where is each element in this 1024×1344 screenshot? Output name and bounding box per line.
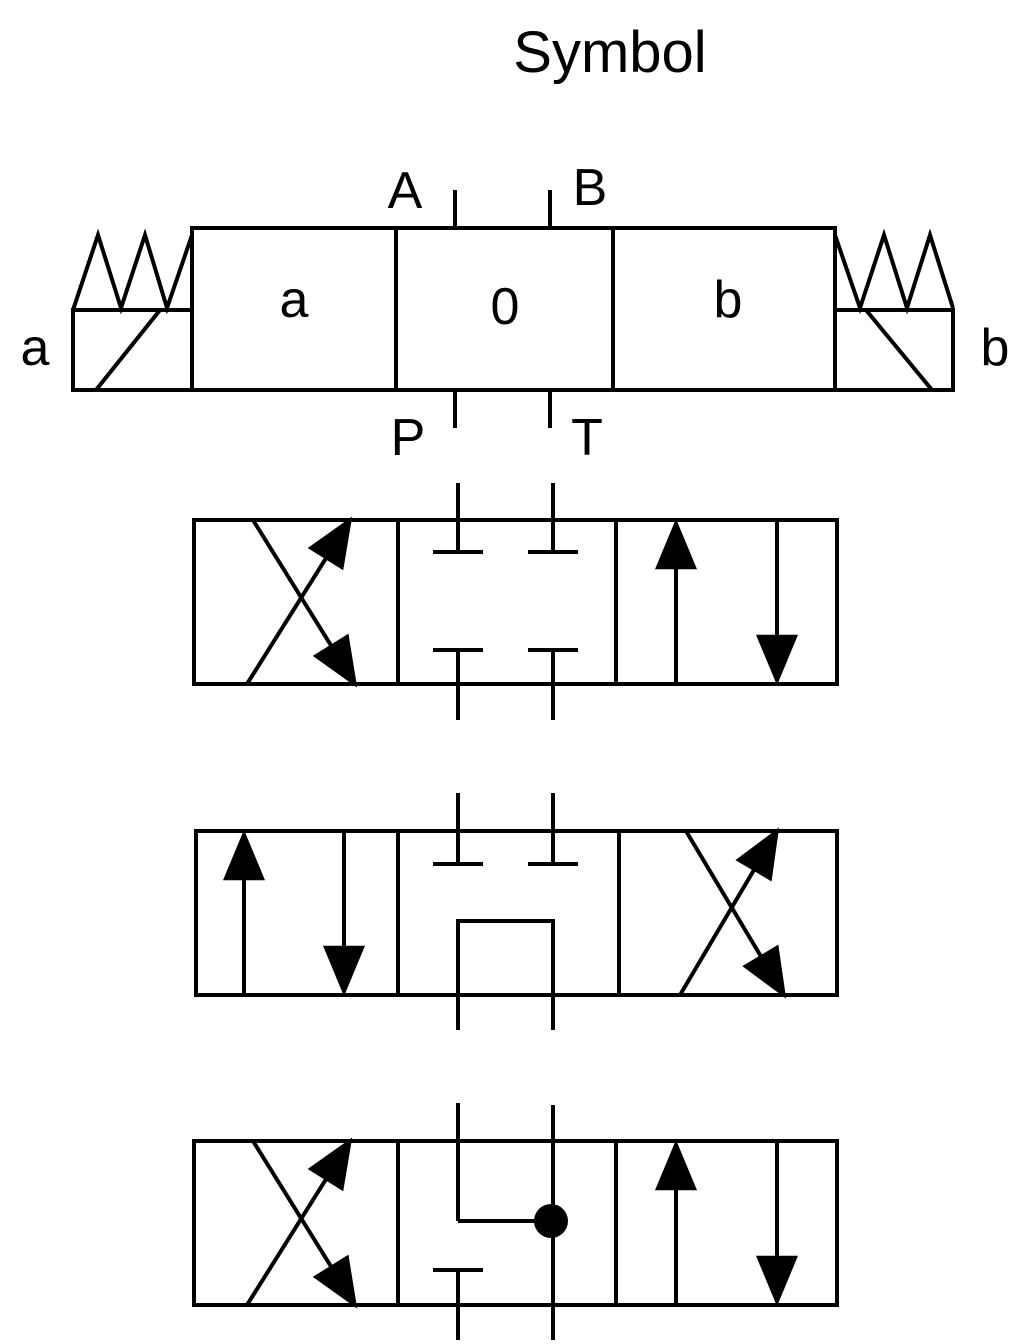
solenoid-label-right: b (981, 319, 1010, 377)
port-label-p: P (391, 409, 426, 467)
variant-3-envelope (192, 1139, 839, 1307)
position-label-a: a (280, 271, 309, 329)
variant-1-crossed-flow (245, 516, 358, 688)
variant-1-parallel-flow (655, 518, 798, 686)
variant-2-envelope (194, 829, 839, 997)
left-solenoid-actuator (71, 228, 194, 392)
variant-2-crossed-flow (678, 827, 787, 999)
flow-arrow (678, 827, 780, 997)
variant-2-parallel-flow (223, 829, 365, 997)
solenoid-label-left: a (21, 319, 50, 377)
left-solenoid-winding (94, 308, 162, 392)
main-valve-symbol (71, 190, 955, 428)
left-spring-icon (71, 228, 194, 315)
left-solenoid-box (71, 308, 194, 392)
flow-arrow (245, 516, 353, 686)
flow-arrow (251, 1139, 358, 1309)
valve-variant-1 (192, 483, 839, 720)
flow-arrow (251, 518, 358, 688)
position-label-0: 0 (491, 278, 520, 336)
variant-3-parallel-flow (655, 1139, 798, 1307)
variant-1-envelope (192, 518, 839, 686)
port-label-t: T (571, 409, 603, 467)
right-solenoid-winding (864, 308, 934, 392)
valve-variant-2 (194, 793, 839, 1030)
variant-1-all-blocked (433, 483, 578, 720)
variant-3-center-connections (433, 1103, 568, 1340)
flow-arrow (684, 829, 787, 999)
right-solenoid-box (833, 308, 955, 392)
port-label-a: A (388, 162, 423, 220)
connected-loop (456, 919, 555, 1030)
variant-2-center-connections (433, 793, 578, 1030)
valve-variant-3 (192, 1103, 839, 1340)
flow-arrow (245, 1137, 353, 1307)
diagram-title: Symbol (513, 20, 706, 85)
right-solenoid-actuator (833, 228, 955, 392)
position-label-b: b (714, 271, 743, 329)
variant-3-crossed-flow (245, 1137, 358, 1309)
port-label-b: B (573, 159, 608, 217)
junction-dot (534, 1204, 568, 1238)
right-spring-icon (833, 228, 955, 315)
